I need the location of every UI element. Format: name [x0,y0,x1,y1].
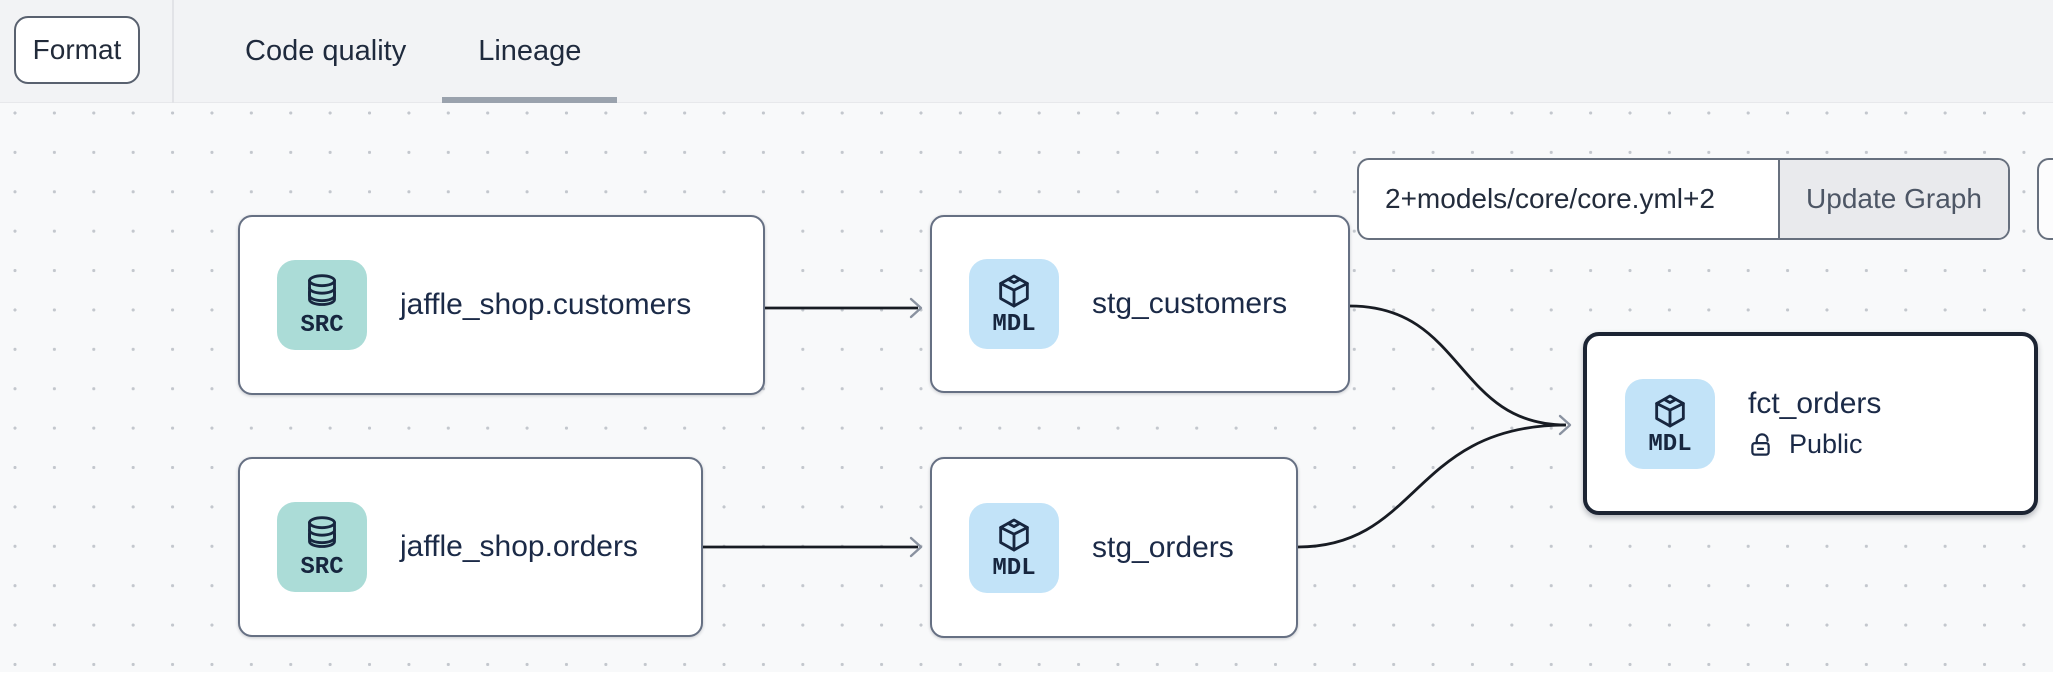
header-divider [172,0,174,103]
node-label: jaffle_shop.customers [400,288,692,321]
source-badge: SRC [277,260,367,350]
access-row: Public [1748,429,1881,460]
node-label: fct_orders [1748,387,1882,420]
model-badge: MDL [969,502,1059,593]
node-label: jaffle_shop.orders [400,530,638,563]
source-badge: SRC [277,502,367,592]
lineage-selector-input[interactable] [1359,160,1778,238]
database-icon [308,516,336,548]
bottom-strip [0,672,2053,680]
update-graph-button[interactable]: Update Graph [1778,160,2008,238]
node-model-stg-orders[interactable]: MDL stg_orders [930,457,1298,638]
node-label: stg_orders [1092,530,1234,564]
badge-label: SRC [300,554,344,581]
cube-icon [1655,394,1685,427]
access-label: Public [1789,429,1863,459]
node-source-jaffle-shop-customers[interactable]: SRC jaffle_shop.customers [238,215,765,395]
node-model-fct-orders[interactable]: MDL fct_orders Public [1583,332,2038,515]
node-text: fct_orders Public [1748,387,1881,460]
tab-bar: Code quality Lineage [209,0,618,103]
badge-label: SRC [300,312,344,339]
badge-label: MDL [1648,430,1692,458]
model-badge: MDL [1625,378,1715,469]
tab-lineage[interactable]: Lineage [442,0,618,103]
node-label: stg_customers [1092,287,1288,320]
partial-control-button[interactable] [2037,158,2053,240]
cube-icon [999,518,1029,551]
format-button[interactable]: Format [14,16,140,84]
badge-label: MDL [992,554,1036,582]
unlock-icon [1751,432,1770,456]
node-model-stg-customers[interactable]: MDL stg_customers [930,215,1350,393]
lineage-selector-box: Update Graph [1357,158,2010,240]
node-source-jaffle-shop-orders[interactable]: SRC jaffle_shop.orders [238,457,703,637]
model-badge: MDL [969,259,1059,349]
cube-icon [999,274,1029,308]
badge-label: MDL [992,311,1036,338]
database-icon [308,274,336,306]
editor-header: Format Code quality Lineage [0,0,2053,103]
tab-code-quality[interactable]: Code quality [245,35,407,67]
